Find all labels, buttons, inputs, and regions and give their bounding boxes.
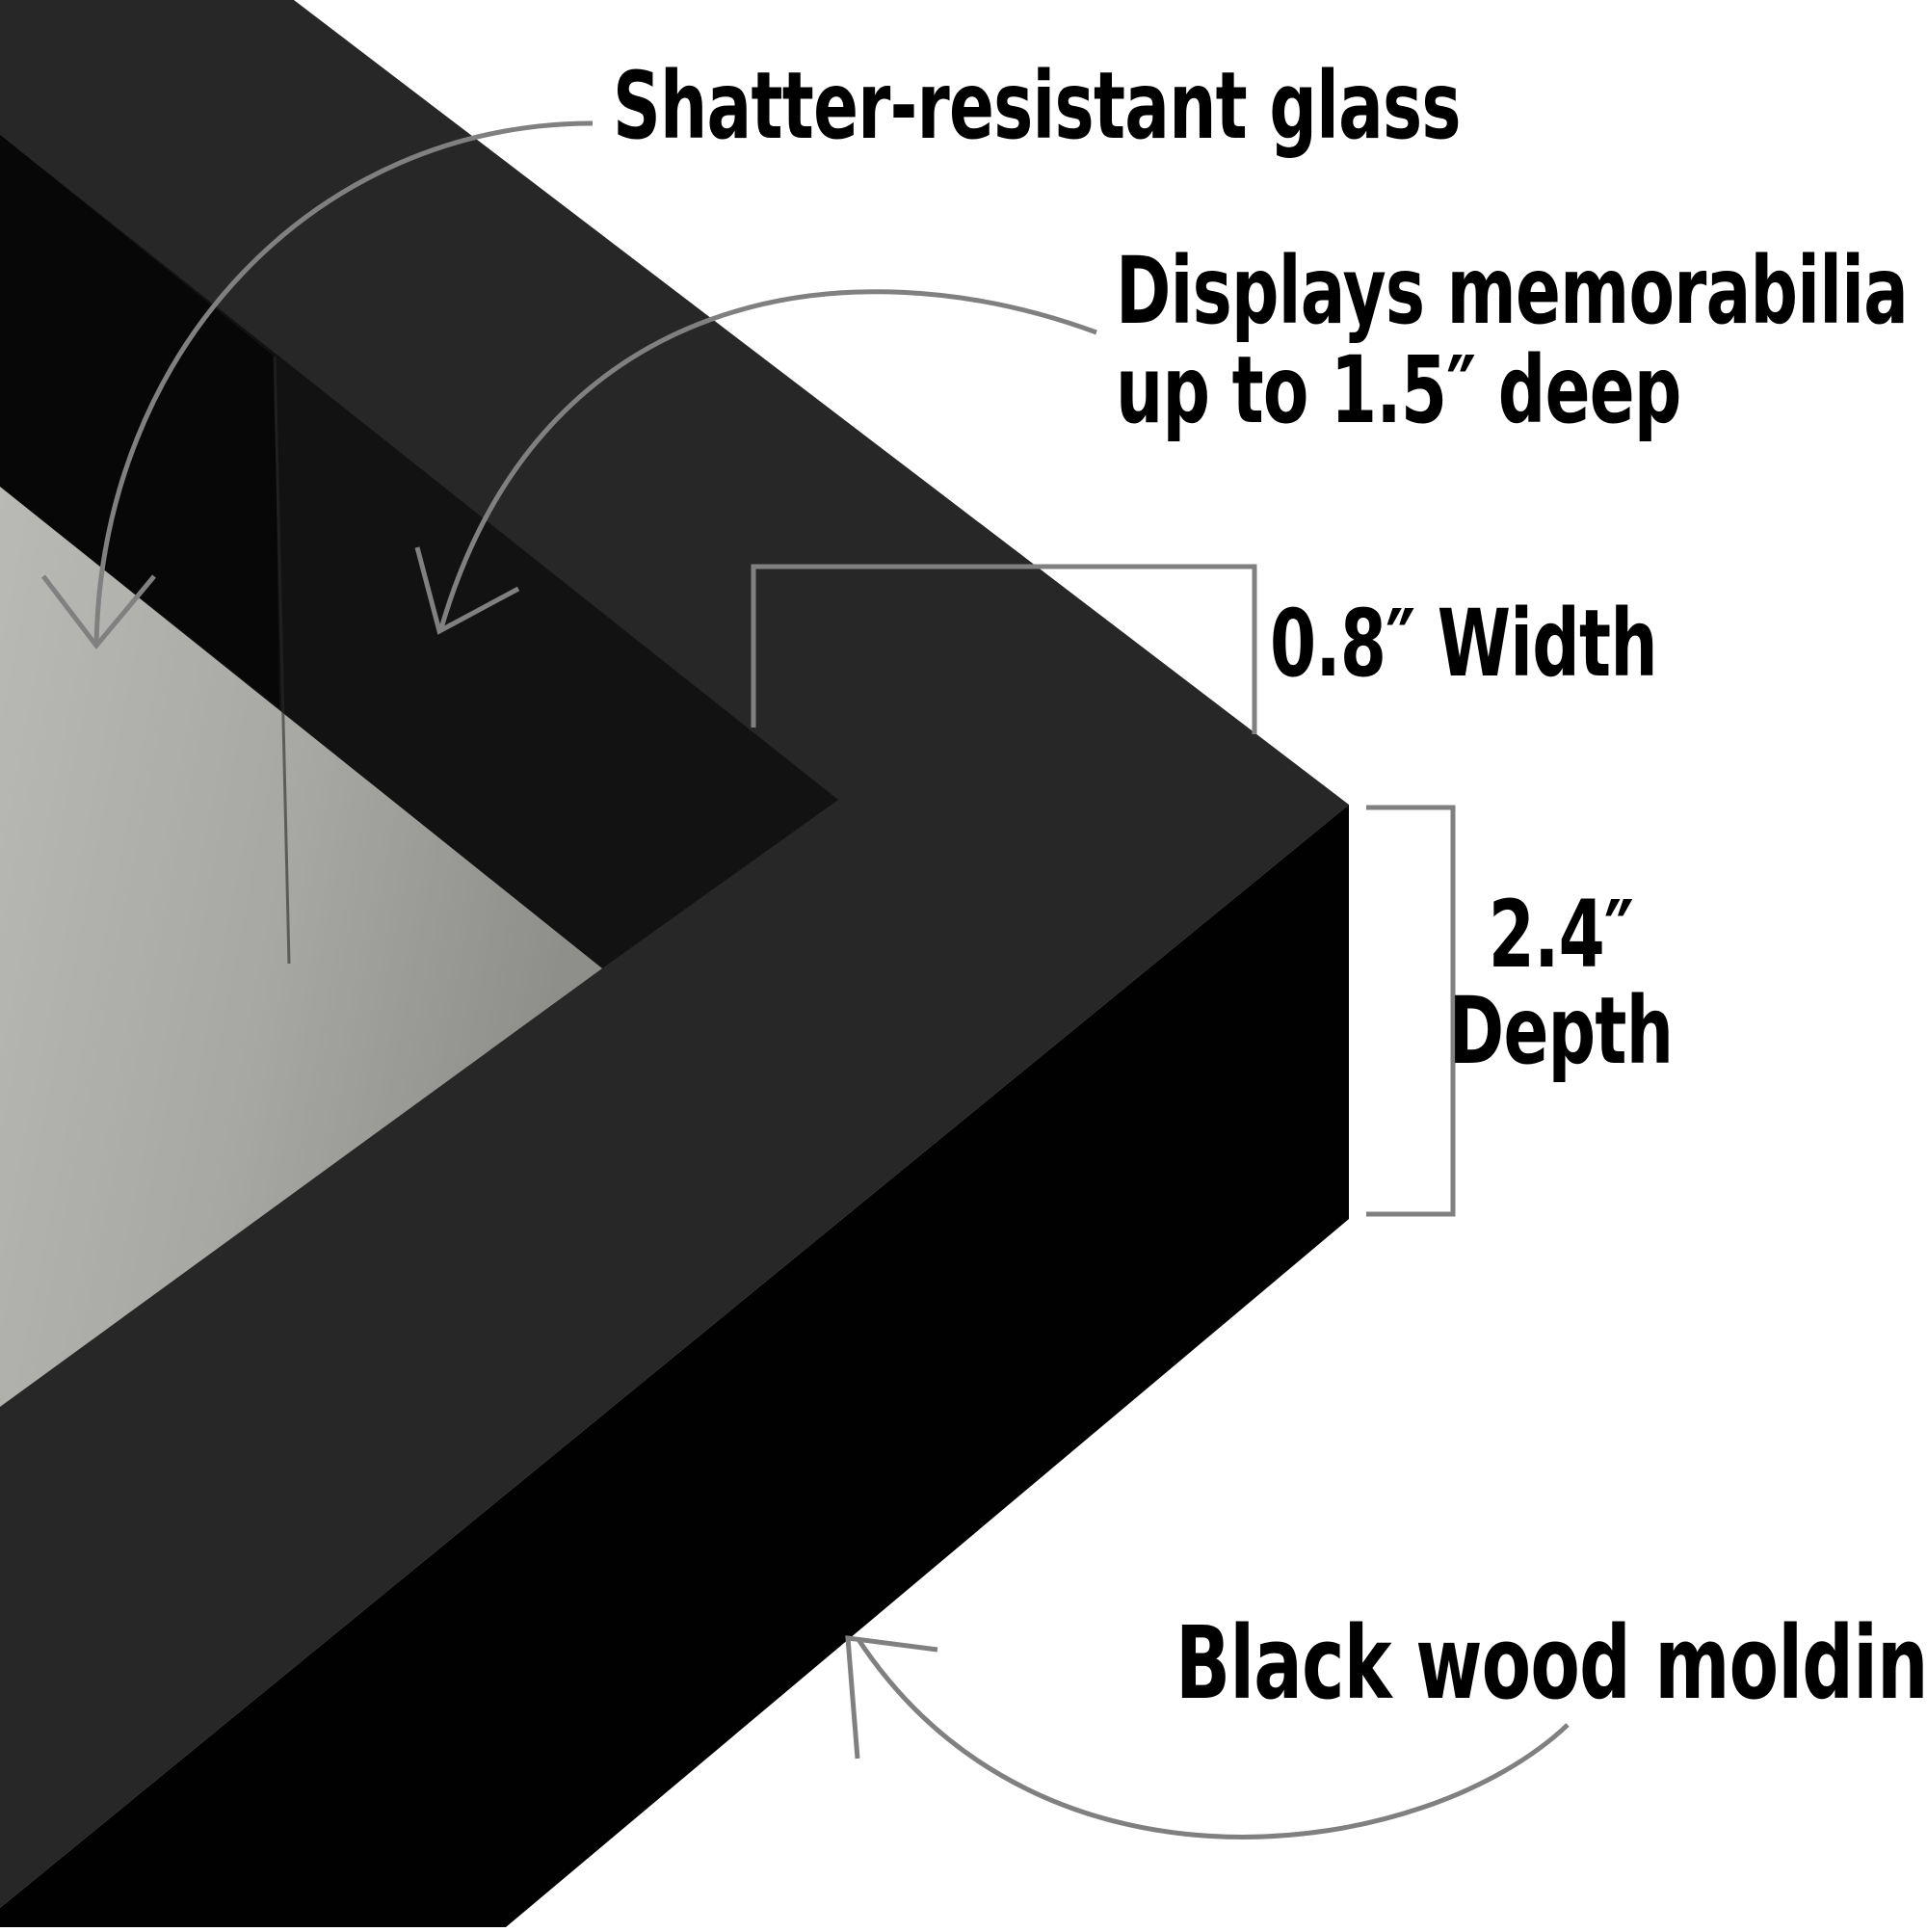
width-label: 0.8″ Width: [1270, 590, 1658, 698]
inner-shadow-strip: [0, 135, 279, 708]
glass-arrowhead: [41, 574, 156, 650]
glass-label: Shatter-resistant glass: [613, 52, 1462, 160]
memorabilia-label-line1: Displays memorabilia: [1116, 237, 1909, 345]
molding-callout-arrow: [855, 1636, 1570, 1839]
frame-side: [0, 805, 1349, 1927]
molding-arrowhead: [845, 1635, 938, 1760]
molding-label: Black wood molding: [1175, 1604, 1927, 1722]
memorabilia-callout-arrow: [438, 289, 1097, 629]
depth-bracket: [1366, 805, 1456, 1217]
backing-board: [0, 487, 602, 1407]
memorabilia-arrowhead: [414, 546, 520, 635]
width-bracket: [751, 564, 1257, 734]
depth-label-line1: 2.4″: [1488, 881, 1634, 989]
memorabilia-label-line2: up to 1.5″ deep: [1116, 336, 1681, 444]
depth-label-line2: Depth: [1448, 977, 1674, 1085]
glass-reflection: [273, 356, 291, 965]
glass-callout-arrow: [93, 120, 594, 647]
